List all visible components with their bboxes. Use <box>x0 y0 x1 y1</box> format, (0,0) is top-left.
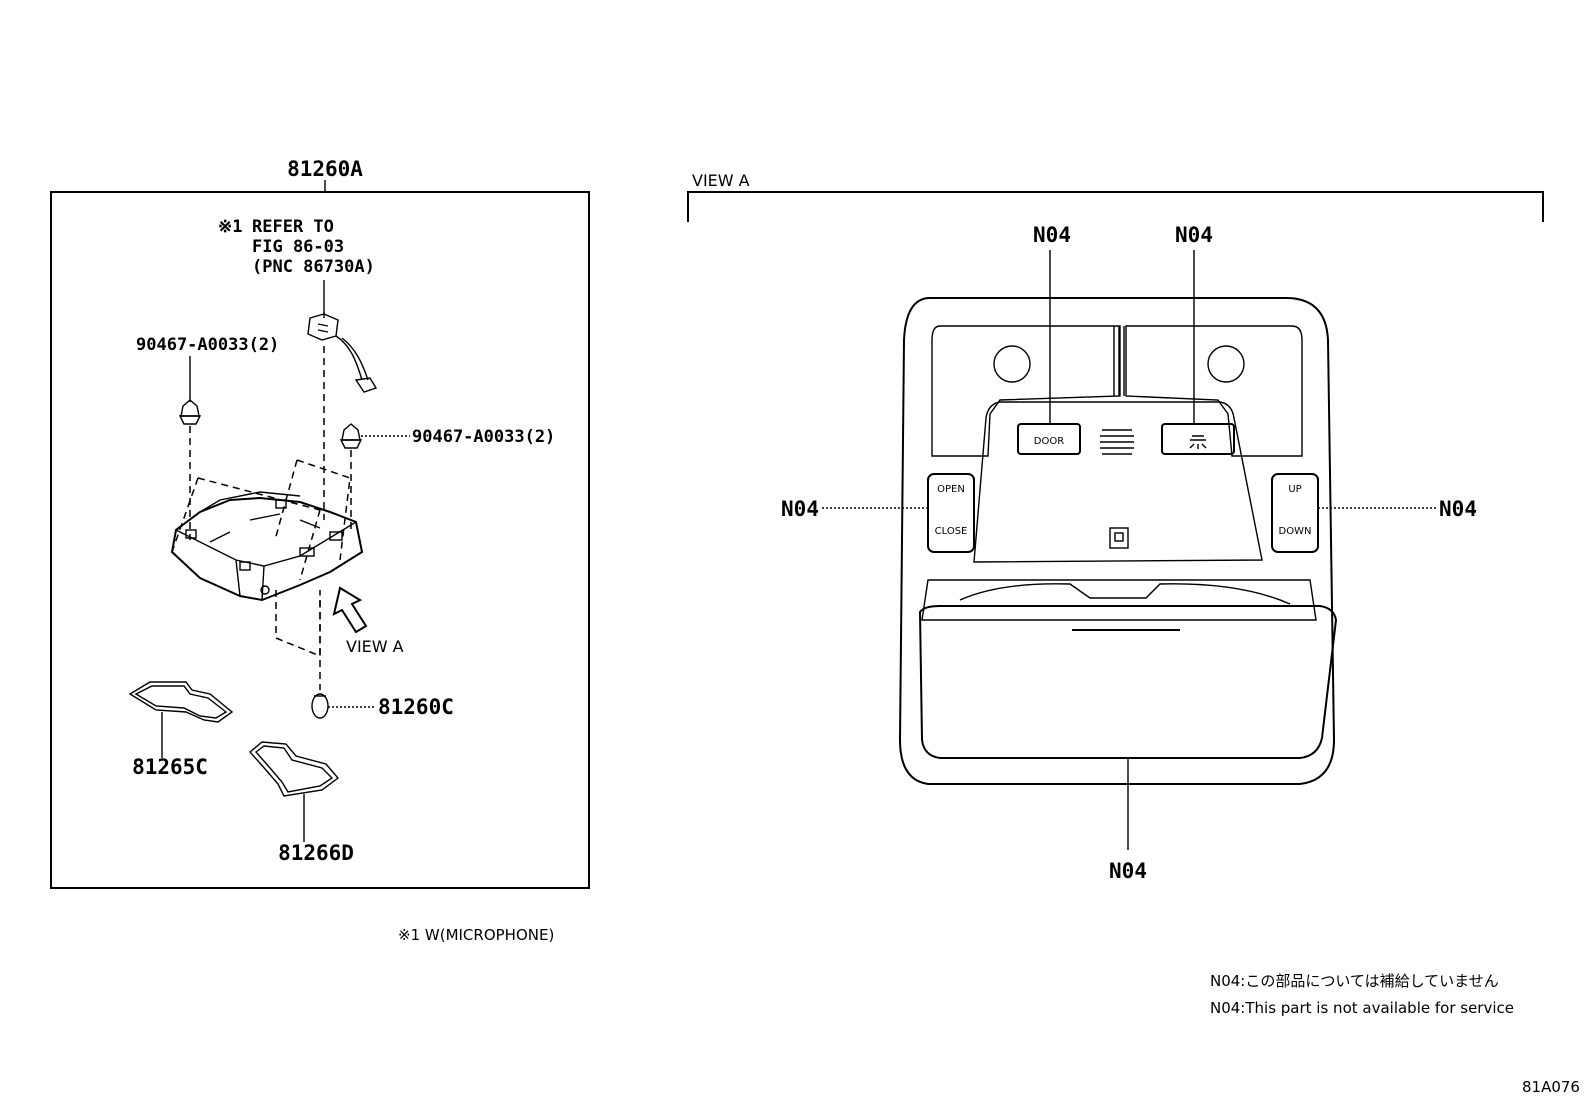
left-panel: 81260A ※1 REFER TO FIG 86-03 (PNC 86730A… <box>50 157 590 889</box>
bulb-icon <box>311 693 329 719</box>
callout-top-right: N04 <box>1175 223 1213 247</box>
microphone-harness-icon <box>307 280 378 393</box>
pad-label-2: 81266D <box>278 841 354 865</box>
down-label: DOWN <box>1279 526 1312 537</box>
view-a-bracket <box>687 191 1544 222</box>
callout-bottom: N04 <box>1109 859 1147 883</box>
mount-plane-a <box>171 477 321 581</box>
pad-81266d-icon <box>248 741 340 797</box>
console-housing-icon <box>170 491 364 602</box>
assembly-frame <box>50 191 590 889</box>
light-button[interactable] <box>1161 423 1235 455</box>
footnote: ※1 W(MICROPHONE) <box>398 926 554 944</box>
clip-label-left: 90467-A0033(2) <box>136 335 279 355</box>
light-switch-icon <box>1189 435 1207 449</box>
refer-line-1: REFER TO <box>252 217 334 237</box>
refer-mark: ※1 <box>218 217 242 237</box>
mount-plane-c <box>275 590 321 658</box>
door-button-label: DOOR <box>1034 436 1064 447</box>
view-a-arrow-icon <box>332 586 368 634</box>
view-a-label: VIEW A <box>346 637 404 656</box>
view-a-title: VIEW A <box>692 171 750 190</box>
callout-top-left: N04 <box>1033 223 1071 247</box>
open-close-button[interactable]: OPEN CLOSE <box>927 473 975 553</box>
up-label: UP <box>1288 484 1301 495</box>
assembly-label: 81260A <box>287 157 363 181</box>
view-a-panel: VIEW A DOOR <box>687 171 1544 883</box>
up-down-button[interactable]: UP DOWN <box>1271 473 1319 553</box>
figure-code: 81A076 <box>1522 1078 1580 1096</box>
door-button[interactable]: DOOR <box>1017 423 1081 455</box>
pad-label-1: 81265C <box>132 755 208 779</box>
callout-right: N04 <box>1439 497 1477 521</box>
mount-plane-b <box>274 459 351 561</box>
callout-left: N04 <box>781 497 819 521</box>
refer-line-3: (PNC 86730A) <box>252 257 375 277</box>
clip-right-icon <box>339 423 363 449</box>
close-label: CLOSE <box>935 526 968 537</box>
clip-label-right: 90467-A0033(2) <box>412 427 555 447</box>
bulb-label: 81260C <box>378 695 454 719</box>
clip-left-icon <box>178 399 202 425</box>
legend-en: N04:This part is not available for servi… <box>1210 999 1514 1017</box>
open-label: OPEN <box>937 484 965 495</box>
legend-jp: N04:この部品については補給していません <box>1210 972 1499 990</box>
refer-line-2: FIG 86-03 <box>252 237 344 257</box>
pad-81265c-icon <box>128 681 234 723</box>
overhead-console-icon <box>898 297 1338 785</box>
